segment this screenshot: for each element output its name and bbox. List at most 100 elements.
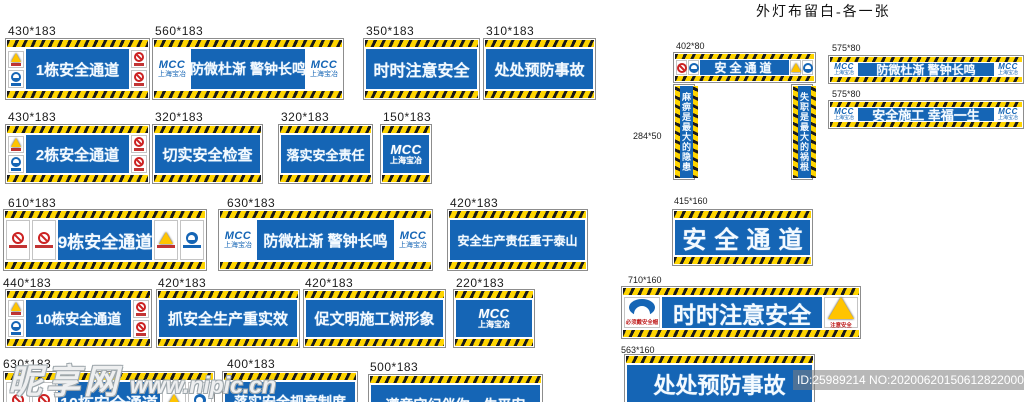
hazard-stripe: [449, 211, 586, 218]
hazard-stripe: [5, 211, 205, 218]
dimension-label: 420*183: [305, 276, 354, 290]
gate-top-banner: 安全通道: [673, 52, 816, 83]
hazard-stripe: [365, 40, 478, 47]
hazard-stripe: [224, 373, 356, 380]
mcc-logo-subtitle: 上海宝冶: [834, 115, 855, 122]
banner-building10-safety-passage: 10栋安全通道: [5, 289, 152, 348]
banner-prevent-large: 处处预防事故: [624, 354, 815, 402]
prohibition-sign-icon: [6, 382, 30, 402]
hazard-stripe: [5, 262, 205, 269]
helmet-sign-icon: [188, 382, 212, 402]
icon-column: [133, 299, 149, 338]
banner-slogan-civilized-construction: 促文明施工树形象: [303, 289, 446, 348]
gate-right-leg-banner: 失职是最大的祸根: [791, 84, 816, 180]
mcc-logo-subtitle: 上海宝冶: [399, 242, 427, 250]
dimension-label: 610*183: [8, 196, 57, 210]
hazard-stripe: [675, 54, 814, 59]
helmet-sign-icon: 必须戴安全帽: [624, 297, 660, 328]
hazard-stripe: [830, 57, 1022, 62]
warning-sign-icon: [8, 300, 24, 317]
warning-sign-icon: [154, 220, 178, 260]
hazard-stripe: [370, 376, 541, 383]
hazard-stripe: [365, 91, 478, 98]
hazard-stripe: [7, 126, 148, 133]
hazard-stripe: [382, 126, 430, 133]
helmet-sign-icon: [8, 154, 24, 173]
mcc-logo-subtitle: 上海宝冶: [997, 115, 1018, 122]
hazard-stripe: [830, 77, 1022, 82]
helmet-sign-icon: [688, 60, 699, 75]
prohibition-sign-icon: [131, 70, 147, 88]
dimension-label: 402*80: [676, 41, 705, 51]
dimension-label: 563*160: [621, 345, 655, 355]
prohibition-sign-icon: [131, 135, 147, 153]
prohibition-sign-icon: [676, 60, 687, 75]
hazard-stripe: [455, 339, 533, 346]
mcc-logo-subtitle: 上海宝冶: [997, 70, 1018, 77]
hazard-stripe: [626, 356, 813, 363]
mcc-logo-text: MCC: [998, 106, 1018, 116]
dimension-label: 440*183: [3, 276, 52, 290]
hazard-stripe: [793, 86, 798, 178]
banner-text: 10栋安全通道: [58, 382, 160, 402]
hazard-stripe: [811, 86, 816, 178]
mcc-logo-text: MCC: [224, 229, 252, 242]
prohibition-sign-icon: [133, 299, 149, 318]
dimension-label: 415*160: [674, 196, 708, 206]
hazard-stripe: [7, 40, 148, 47]
banner-text: 处处预防事故: [486, 49, 593, 89]
banner-building10-safety-passage-2: 10栋安全通道: [3, 371, 215, 402]
hazard-stripe: [7, 91, 148, 98]
mcc-logo-subtitle: 上海宝冶: [310, 71, 338, 79]
banner-text: 促文明施工树形象: [306, 300, 443, 337]
icon-column: [131, 135, 147, 173]
banner-slogan-prevent: 处处预防事故: [483, 38, 596, 100]
hazard-stripe: [382, 175, 430, 182]
dimension-label: 430*183: [8, 24, 57, 38]
banner-building2-safety-passage: 2栋安全通道: [5, 124, 150, 184]
mcc-logo-subtitle: 上海宝冶: [478, 320, 510, 330]
banner-slogan-safe-life: 遵章守纪伴你一生平安: [368, 374, 543, 402]
gate-left-leg-banner: 麻痹是最大的隐患: [673, 84, 698, 180]
banner-text: 安全通道: [700, 60, 789, 75]
banner-text: 防微杜渐 警钟长鸣: [257, 220, 394, 260]
dimension-label: 284*50: [633, 131, 662, 141]
hazard-stripe: [305, 339, 444, 346]
banner-slogan-effectiveness: 抓安全生产重实效: [156, 289, 300, 348]
banner-text: 落实安全责任: [281, 135, 370, 173]
banner-text: 时时注意安全: [366, 49, 477, 89]
hazard-stripe: [220, 262, 431, 269]
banner-text: 安全通道: [675, 220, 810, 255]
banner-slogan-inspection: 切实安全检查: [152, 124, 263, 184]
banner-text: 遵章守纪伴你一生平安: [371, 385, 540, 402]
hazard-stripe: [830, 122, 1022, 127]
hazard-stripe: [158, 339, 298, 346]
banner-text: 安全生产责任重于泰山: [450, 220, 585, 260]
hazard-stripe: [5, 373, 213, 380]
hazard-stripe: [154, 40, 342, 47]
helmet-sign-caption: 必须戴安全帽: [625, 320, 659, 326]
banner-text: 麻痹是最大的隐患: [680, 86, 693, 178]
banner-building9-safety-passage: 9栋安全通道: [3, 209, 207, 271]
icon-column: [8, 300, 24, 337]
icon-column: [131, 49, 147, 89]
watermark-site-url: www.nipic.cn: [130, 372, 277, 398]
helmet-sign-icon: [8, 69, 24, 88]
mcc-logo-subtitle: 上海宝冶: [390, 155, 422, 165]
banner-text: 安全施工 幸福一生: [858, 108, 994, 123]
banner-text: 防微杜渐 警钟长鸣: [858, 63, 994, 77]
dimension-label: 150*183: [383, 110, 432, 124]
mcc-logo-text: MCC: [399, 229, 427, 242]
mcc-logo-text: MCC: [310, 58, 338, 71]
mcc-logo-text: MCC: [998, 61, 1018, 71]
icon-column: [8, 135, 24, 173]
